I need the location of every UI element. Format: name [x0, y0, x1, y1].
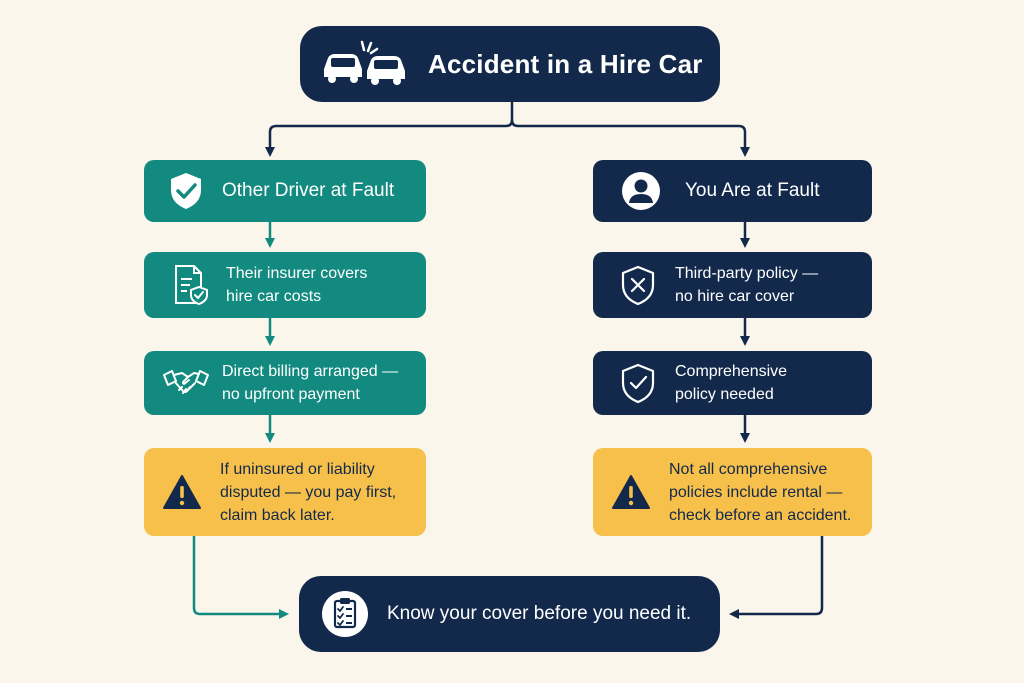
user-avatar-icon — [621, 171, 661, 211]
right-warning-line2: policies include rental — — [669, 483, 843, 501]
right-to-conclusion — [729, 536, 824, 619]
left-warning-line3: claim back later. — [220, 506, 335, 524]
left-to-conclusion — [192, 536, 289, 619]
split-connector-right — [510, 119, 750, 157]
right-header-label: You Are at Fault — [685, 180, 820, 201]
car-crash-icon — [320, 39, 410, 89]
right-step-2: Comprehensive policy needed — [593, 351, 872, 415]
left-step-1: Their insurer covers hire car costs — [144, 252, 426, 318]
right-step-1-line2: no hire car cover — [675, 288, 795, 305]
left-header-box: Other Driver at Fault — [144, 160, 426, 222]
diagram-title: Accident in a Hire Car — [428, 48, 703, 79]
warning-triangle-icon — [162, 474, 202, 510]
left-warning-line1: If uninsured or liability — [220, 460, 375, 478]
left-step-1-line1: Their insurer covers — [226, 265, 368, 282]
left-warning-text: If uninsured or liability disputed — you… — [220, 458, 396, 527]
title-box: Accident in a Hire Car — [300, 26, 720, 102]
conclusion-box: Know your cover before you need it. — [299, 576, 720, 652]
handshake-icon — [162, 365, 210, 401]
split-connector — [265, 102, 514, 157]
right-step-2-text: Comprehensive policy needed — [675, 360, 787, 406]
right-step-1-text: Third-party policy — no hire car cover — [675, 262, 818, 308]
right-step-2-line2: policy needed — [675, 386, 774, 403]
left-warning-box: If uninsured or liability disputed — you… — [144, 448, 426, 536]
left-step-1-text: Their insurer covers hire car costs — [226, 262, 367, 308]
conclusion-text: Know your cover before you need it. — [387, 603, 692, 624]
right-warning-line3: check before an accident. — [669, 506, 852, 524]
right-step-2-line1: Comprehensive — [675, 363, 788, 380]
left-step-1-line2: hire car costs — [226, 288, 322, 305]
left-header-label: Other Driver at Fault — [222, 180, 395, 201]
left-step-2-line1: Direct billing arranged — — [222, 363, 399, 380]
left-step-2: Direct billing arranged — no upfront pay… — [144, 351, 426, 415]
right-header-box: You Are at Fault — [593, 160, 872, 222]
left-warning-line2: disputed — you pay first, — [220, 483, 397, 501]
right-warning-text: Not all comprehensive policies include r… — [669, 458, 851, 527]
shield-check-icon — [166, 171, 206, 211]
document-shield-icon — [170, 263, 210, 307]
left-step-2-text: Direct billing arranged — no upfront pay… — [222, 360, 398, 406]
shield-x-icon — [619, 264, 657, 306]
right-step-1-line1: Third-party policy — — [675, 265, 819, 282]
shield-check-outline-icon — [619, 362, 657, 404]
left-step-2-line2: no upfront payment — [222, 386, 360, 403]
right-warning-box: Not all comprehensive policies include r… — [593, 448, 872, 536]
clipboard-checklist-icon — [321, 590, 369, 638]
right-warning-line1: Not all comprehensive — [669, 460, 828, 478]
right-step-1: Third-party policy — no hire car cover — [593, 252, 872, 318]
warning-triangle-icon — [611, 474, 651, 510]
